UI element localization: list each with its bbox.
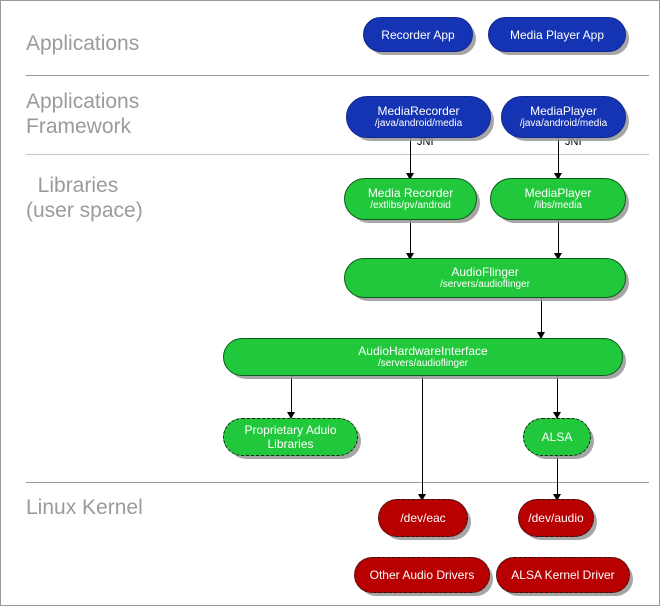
layer-label-linux-kernel: Linux Kernel — [26, 496, 143, 519]
node-audioflinger-label: AudioFlinger — [451, 265, 519, 279]
arrowhead-mediarecorderlib-to-audioflinger — [406, 253, 414, 260]
node-mediarecorder-framework-path: /java/android/media — [374, 118, 463, 129]
edge-ahi-to-proprietary — [291, 376, 292, 418]
node-audiohardwareinterface[interactable]: AudioHardwareInterface /servers/audiofli… — [223, 338, 623, 376]
node-mediarecorder-framework-label: MediaRecorder — [377, 104, 460, 118]
node-other-audio-drivers-label: Other Audio Drivers — [369, 568, 475, 582]
node-recorder-app-label: Recorder App — [381, 27, 455, 42]
arrowhead-mediaplayerlib-to-audioflinger — [554, 253, 562, 260]
node-other-audio-drivers[interactable]: Other Audio Drivers — [354, 557, 490, 593]
node-mediaplayer-lib[interactable]: MediaPlayer /libs/media — [490, 178, 626, 220]
edge-mediaplayerlib-to-audioflinger — [558, 220, 559, 260]
node-media-recorder-lib-path: /extlibs/pv/android — [370, 200, 451, 211]
node-dev-audio-label: /dev/audio — [528, 511, 584, 525]
layer-label-applications-framework: Applications Framework — [26, 90, 140, 138]
node-audiohardwareinterface-path: /servers/audioflinger — [377, 358, 469, 369]
node-mediarecorder-framework[interactable]: MediaRecorder /java/android/media — [346, 96, 491, 138]
node-audioflinger-path: /servers/audioflinger — [439, 279, 531, 290]
edge-ahi-to-alsa — [557, 376, 558, 418]
layer-label-applications: Applications — [26, 32, 140, 55]
node-audiohardwareinterface-label: AudioHardwareInterface — [358, 344, 488, 358]
edge-mediaplayer-to-lib — [558, 138, 559, 178]
node-proprietary-audio-libraries-label2: Libraries — [267, 437, 314, 451]
node-media-recorder-lib-label: Media Recorder — [367, 186, 454, 200]
node-alsa-label: ALSA — [541, 430, 573, 444]
node-dev-eac[interactable]: /dev/eac — [378, 499, 468, 537]
edge-ahi-to-dev-eac — [422, 376, 423, 499]
node-media-player-app[interactable]: Media Player App — [488, 17, 626, 52]
arrowhead-ahi-to-alsa — [553, 412, 561, 419]
arrowhead-ahi-to-proprietary — [287, 412, 295, 419]
node-mediaplayer-lib-path: /libs/media — [534, 200, 582, 211]
node-dev-eac-label: /dev/eac — [400, 511, 446, 525]
node-dev-audio[interactable]: /dev/audio — [518, 499, 594, 537]
arrowhead-ahi-to-dev-eac — [418, 494, 426, 501]
edge-alsa-to-dev-audio — [557, 456, 558, 499]
node-proprietary-audio-libraries[interactable]: Proprietary Aduio Libraries — [223, 418, 358, 456]
arrowhead-mediarecorder-to-lib — [406, 173, 414, 180]
divider-kernel — [26, 482, 649, 483]
node-alsa[interactable]: ALSA — [523, 418, 591, 456]
node-recorder-app[interactable]: Recorder App — [363, 17, 473, 52]
node-alsa-kernel-driver[interactable]: ALSA Kernel Driver — [496, 557, 630, 593]
arrowhead-mediaplayer-to-lib — [554, 173, 562, 180]
node-audioflinger[interactable]: AudioFlinger /servers/audioflinger — [344, 258, 626, 298]
edge-mediarecorder-to-lib — [410, 138, 411, 178]
node-mediaplayer-framework-label: MediaPlayer — [530, 104, 597, 118]
arrowhead-alsa-to-dev-audio — [553, 494, 561, 501]
edge-label-jni-recorder: JNI — [417, 136, 434, 148]
edge-label-jni-player: JNI — [565, 136, 582, 148]
node-proprietary-audio-libraries-label: Proprietary Aduio — [244, 423, 337, 437]
edge-mediarecorderlib-to-audioflinger — [410, 220, 411, 260]
edge-audioflinger-to-ahi — [541, 298, 542, 340]
arrowhead-audioflinger-to-ahi — [537, 332, 545, 339]
layer-label-libraries: Libraries (user space) — [26, 174, 143, 222]
divider-applications — [26, 75, 649, 76]
node-media-player-app-label: Media Player App — [509, 27, 605, 42]
node-mediaplayer-framework[interactable]: MediaPlayer /java/android/media — [501, 96, 626, 138]
divider-framework — [26, 154, 649, 155]
node-alsa-kernel-driver-label: ALSA Kernel Driver — [511, 568, 615, 582]
node-mediaplayer-framework-path: /java/android/media — [519, 118, 608, 129]
node-media-recorder-lib[interactable]: Media Recorder /extlibs/pv/android — [344, 178, 477, 220]
node-mediaplayer-lib-label: MediaPlayer — [524, 186, 592, 200]
